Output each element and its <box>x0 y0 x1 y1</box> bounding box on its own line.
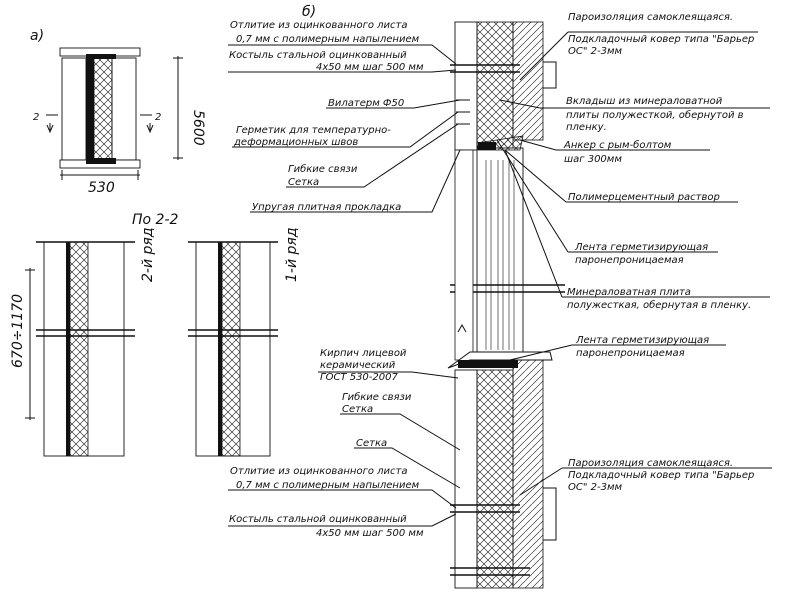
callout-parozol-top-3: ОС" 2-3мм <box>568 46 623 57</box>
callout-lenta-mid-1: Лента герметизирующая <box>575 335 709 346</box>
section-label: По 2-2 <box>132 212 179 228</box>
leader-lines <box>228 31 772 527</box>
callout-rastvor: Полимерцементный раствор <box>568 192 720 203</box>
callouts-left: Отлитие из оцинкованного листа 0,7 мм с … <box>229 20 424 539</box>
callout-parozol-top-2: Подкладочный ковер типа "Барьер <box>568 34 754 45</box>
cut-mark-left: 2 <box>33 112 39 123</box>
callout-kostyl-bot-2: 4х50 мм шаг 500 мм <box>316 528 424 539</box>
callout-plita-1: Минераловатная плита <box>567 287 691 298</box>
dim-height-section: 670÷1170 <box>10 294 26 368</box>
callout-parozol-bot-3: ОС" 2-3мм <box>568 482 623 493</box>
callout-lenta-top-2: паронепроницаемая <box>575 255 684 266</box>
callout-germetik-1: Герметик для температурно- <box>236 125 391 136</box>
callout-gibkie-bot-1: Гибкие связи <box>342 391 412 403</box>
callout-prokladka: Упругая плитная прокладка <box>252 202 401 213</box>
callout-kostyl-top-1: Костыль стальной оцинкованный <box>229 50 407 61</box>
view-a-plan: 530 5600 2 2 <box>33 47 206 196</box>
callout-gibkie-top-1: Гибкие связи <box>288 163 358 175</box>
callout-otlivka-top-1: Отлитие из оцинкованного листа <box>230 20 407 31</box>
callouts-right: Пароизоляция самоклеящаяся. Подкладочный… <box>563 12 754 493</box>
callout-ankr-2: шаг 300мм <box>564 154 622 165</box>
callout-plita-2: полужесткая, обернутая в пленку. <box>567 299 751 311</box>
view-b-wall <box>447 21 565 589</box>
section-row-1: 1-й ряд <box>188 228 300 457</box>
callout-ankr-1: Анкер с рым-болтом <box>563 139 672 151</box>
callout-kirpich-3: ГОСТ 530-2007 <box>320 372 398 383</box>
callout-vkladysh-1: Вкладыш из минераловатной <box>566 96 723 107</box>
callout-otlivka-bot-2: 0,7 мм с полимерным напылением <box>236 480 420 491</box>
callout-kirpich-2: керамический <box>320 360 396 371</box>
callout-lenta-mid-2: паронепроницаемая <box>576 348 685 359</box>
callout-otlivka-top-2: 0,7 мм с полимерным напылением <box>236 34 420 45</box>
row-2-label: 2-й ряд <box>140 228 156 283</box>
callout-parozol-bot-1: Пароизоляция самоклеящаяся. <box>568 458 733 469</box>
callout-vkladysh-2: плиты полужесткой, обернутой в <box>566 109 744 121</box>
cut-mark-right: 2 <box>155 112 161 123</box>
callout-kirpich-1: Кирпич лицевой <box>320 348 407 359</box>
callout-kostyl-top-2: 4х50 мм шаг 500 мм <box>316 62 424 73</box>
callout-lenta-top-1: Лента герметизирующая <box>574 242 708 253</box>
callout-setka: Сетка <box>356 438 387 449</box>
callout-vkladysh-3: пленку. <box>566 122 607 133</box>
callout-kostyl-bot-1: Костыль стальной оцинкованный <box>229 514 407 525</box>
dim-width-a: 530 <box>88 180 115 196</box>
view-a-label: а) <box>30 28 44 44</box>
callout-parozol-bot-2: Подкладочный ковер типа "Барьер <box>568 470 754 481</box>
callout-otlivka-bot-1: Отлитие из оцинкованного листа <box>230 466 407 477</box>
row-1-label: 1-й ряд <box>284 228 300 283</box>
view-b-label: б) <box>302 4 316 20</box>
callout-parozol-top-1: Пароизоляция самоклеящаяся. <box>568 12 733 23</box>
section-row-2: 2-й ряд 670÷1170 <box>10 228 156 457</box>
callout-vilaterm: Вилатерм Ф50 <box>328 98 404 109</box>
callout-gibkie-top-2: Сетка <box>288 177 319 188</box>
callout-gibkie-bot-2: Сетка <box>342 404 373 415</box>
callout-germetik-2: деформационных швов <box>233 137 358 148</box>
dim-height-a: 5600 <box>190 110 206 146</box>
